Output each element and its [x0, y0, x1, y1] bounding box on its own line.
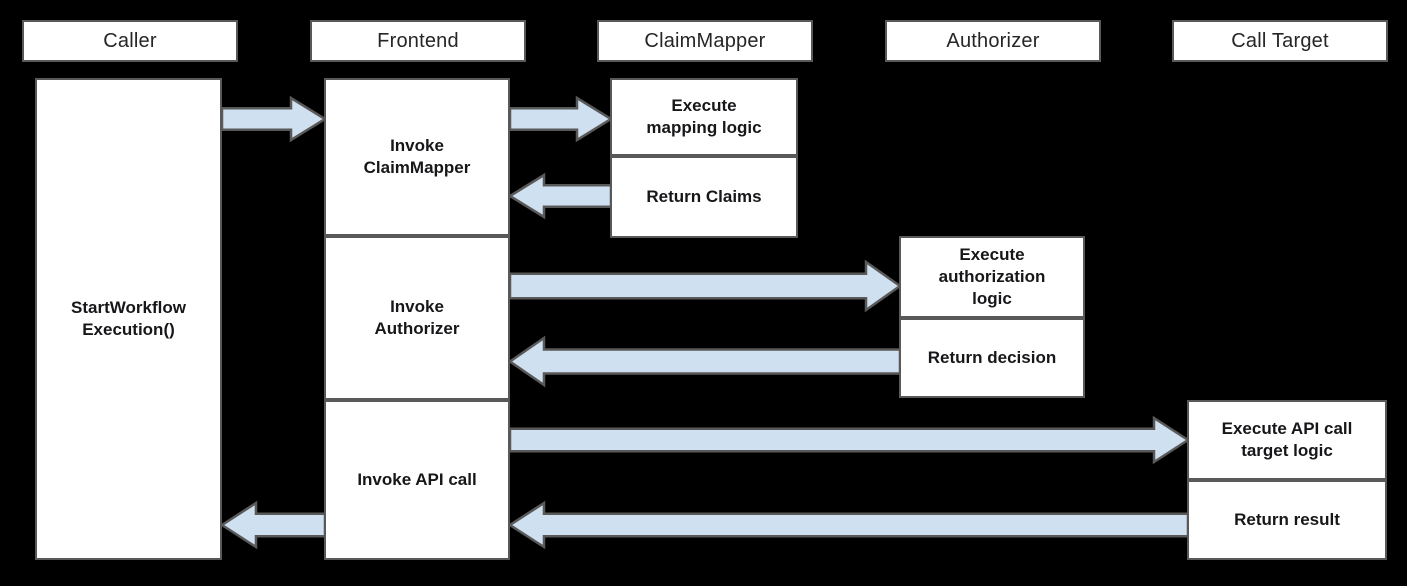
msg-frontend-to-caller: [219, 500, 327, 550]
participant-label: Call Target: [1231, 29, 1329, 52]
activation-frontend-authorizer: Invoke Authorizer: [324, 236, 510, 400]
activation-label: Return decision: [927, 347, 1057, 367]
activation-frontend-claimmapper: Invoke ClaimMapper: [324, 78, 510, 236]
activation-label: Invoke API call: [357, 469, 477, 489]
activation-auth-execute: Execute authorization logic: [899, 236, 1085, 318]
activation-label: Invoke ClaimMapper: [363, 135, 471, 177]
activation-label: Execute API call target logic: [1221, 418, 1353, 460]
msg-auth-to-frontend: [507, 335, 902, 388]
activation-caller-start: StartWorkflow Execution(): [35, 78, 222, 560]
participant-header-frontend: Frontend: [310, 20, 526, 62]
participant-header-calltarget: Call Target: [1172, 20, 1388, 62]
activation-label: Return result: [1234, 509, 1340, 529]
activation-label: Execute authorization logic: [938, 244, 1046, 309]
activation-label: StartWorkflow Execution(): [71, 297, 186, 339]
participant-label: Caller: [103, 29, 157, 52]
activation-frontend-apicall: Invoke API call: [324, 400, 510, 560]
activation-ct-return: Return result: [1187, 480, 1387, 560]
msg-frontend-to-ct: [508, 415, 1191, 465]
msg-frontend-to-cm: [508, 95, 614, 143]
participant-header-claimmapper: ClaimMapper: [597, 20, 813, 62]
msg-caller-to-frontend: [220, 95, 328, 143]
msg-cm-to-frontend: [507, 172, 613, 220]
activation-label: Return Claims: [646, 186, 762, 206]
activation-label: Execute mapping logic: [646, 95, 762, 137]
participant-label: Frontend: [377, 29, 459, 52]
msg-ct-to-frontend: [507, 500, 1190, 550]
participant-header-caller: Caller: [22, 20, 238, 62]
activation-label: Invoke Authorizer: [374, 296, 460, 338]
participant-label: ClaimMapper: [644, 29, 766, 52]
msg-frontend-to-auth: [508, 259, 903, 313]
participant-header-authorizer: Authorizer: [885, 20, 1101, 62]
activation-ct-execute: Execute API call target logic: [1187, 400, 1387, 480]
activation-cm-return: Return Claims: [610, 156, 798, 238]
participant-label: Authorizer: [946, 29, 1040, 52]
activation-cm-execute: Execute mapping logic: [610, 78, 798, 156]
activation-auth-return: Return decision: [899, 318, 1085, 398]
